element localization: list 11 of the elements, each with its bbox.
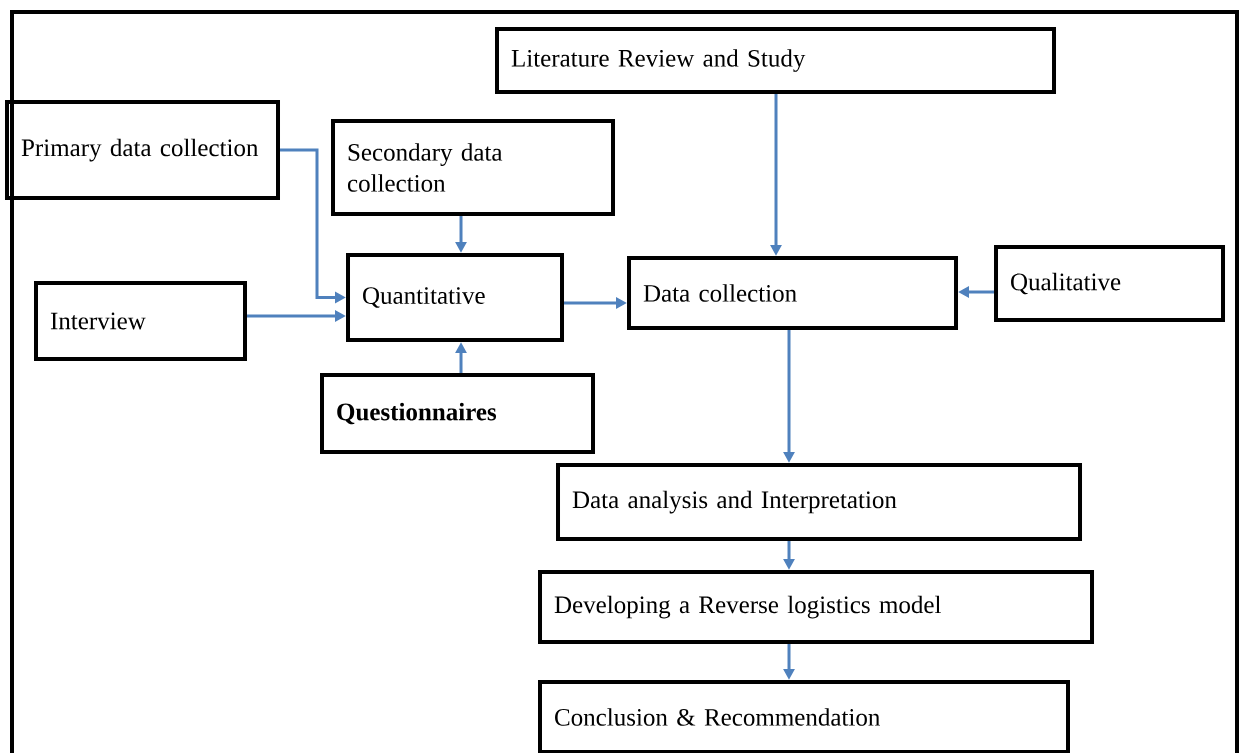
process-box: Primary data collection	[5, 100, 280, 200]
process-box: Qualitative	[994, 245, 1225, 322]
process-box: Interview	[34, 281, 247, 361]
process-box: Data collection	[627, 256, 958, 330]
process-box: Secondary data collection	[331, 119, 615, 216]
process-box: Data analysis and Interpretation	[556, 463, 1082, 541]
process-box: Developing a Reverse logistics model	[538, 570, 1094, 644]
process-box: Questionnaires	[320, 373, 595, 454]
process-box: Quantitative	[346, 253, 564, 342]
process-box: Literature Review and Study	[495, 27, 1056, 94]
process-box: Conclusion & Recommendation	[538, 680, 1070, 753]
